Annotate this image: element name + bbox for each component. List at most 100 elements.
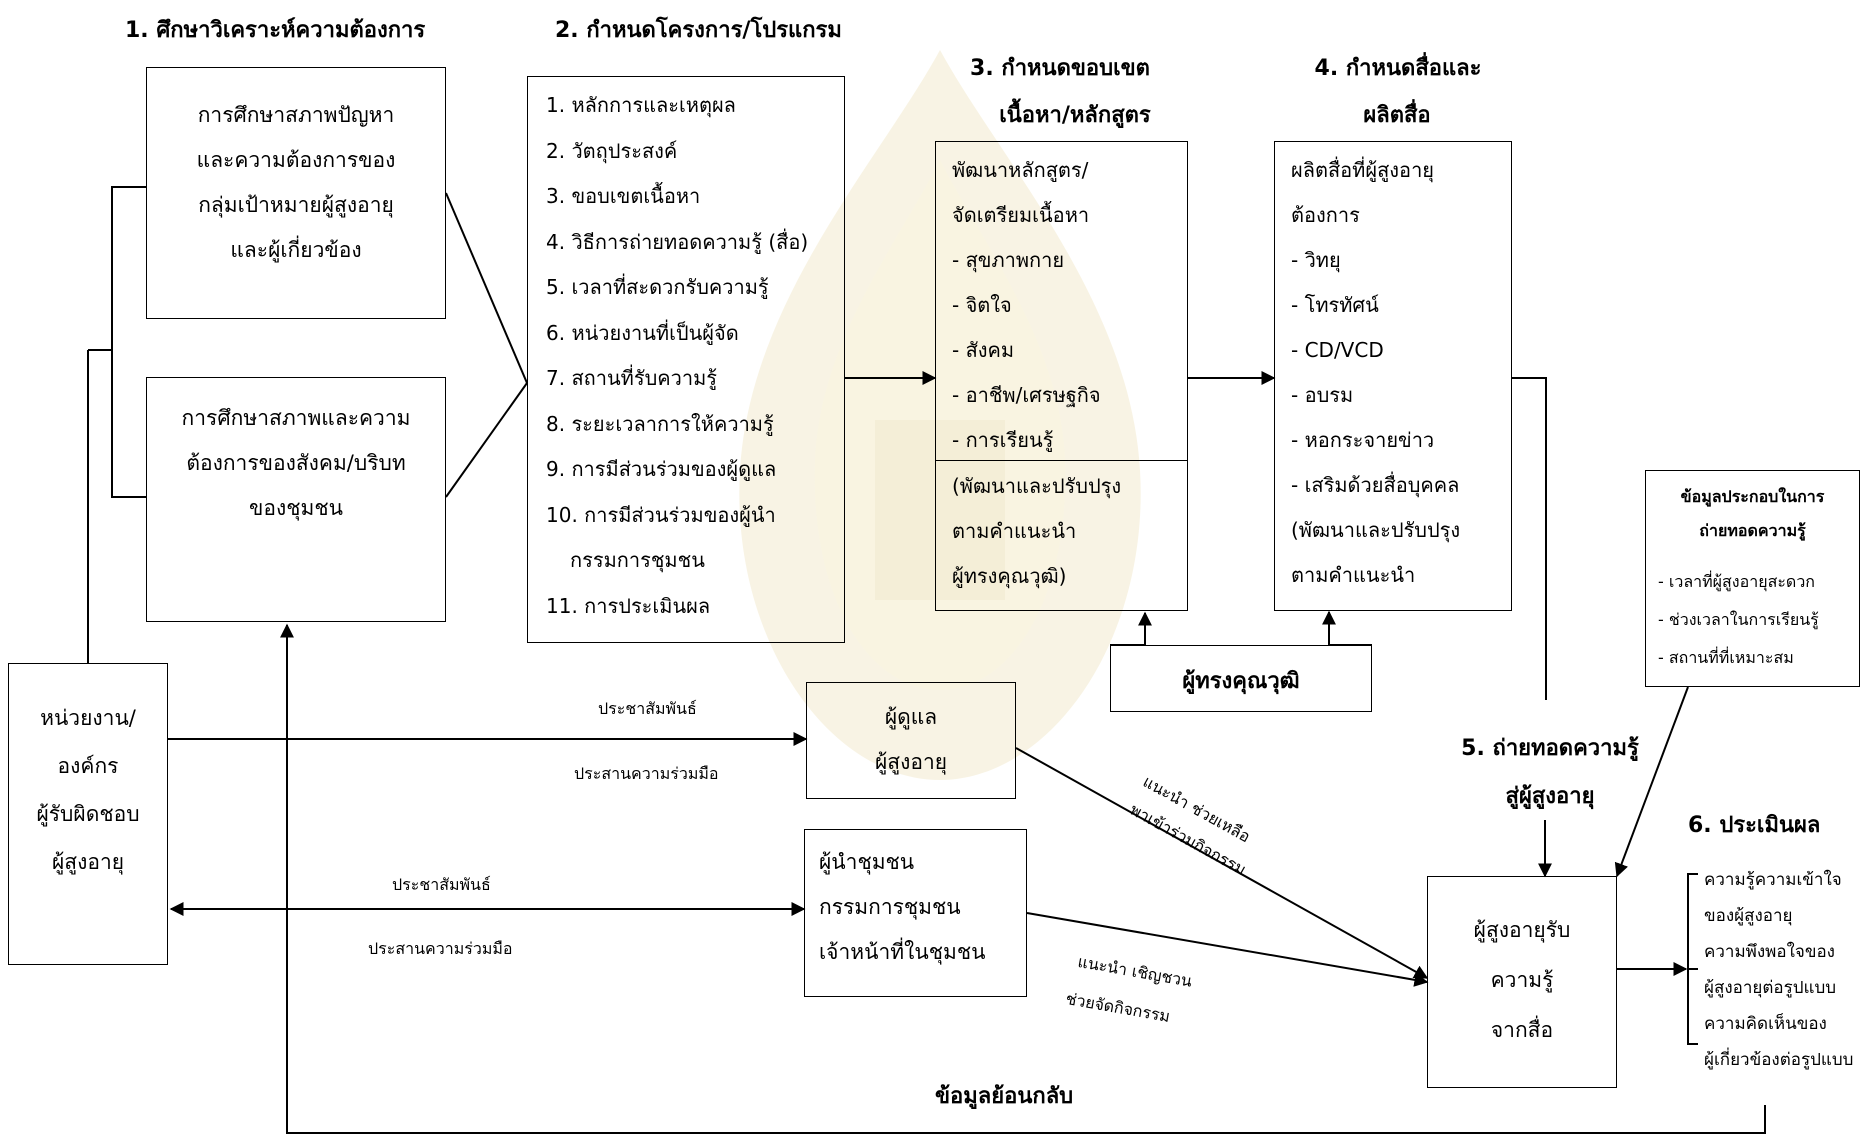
responsible-org-box: หน่วยงาน/ องค์กร ผู้รับผิดชอบ ผู้สูงอายุ [8,663,168,965]
step5-title-2: สู่ผู้สูงอายุ [1505,784,1595,809]
elder-receives-box: ผู้สูงอายุรับ ความรู้ จากสื่อ [1427,876,1617,1088]
eval-item: ความคิดเห็นของ [1704,1014,1827,1034]
feedback-label: ข้อมูลย้อนกลับ [935,1084,1074,1109]
org-line: องค์กร [57,754,119,778]
box-line: การศึกษาสภาพและความ [181,406,411,430]
step5-title-1: 5. ถ่ายทอดความรู้ [1461,736,1639,761]
s1a-to-s2-line [445,192,528,384]
s1b-to-s2-line [445,382,528,498]
supp-item: - ช่วงเวลาในการเรียนรู้ [1658,610,1819,629]
media-line: - เสริมด้วยสื่อบุคคล [1291,473,1460,497]
curriculum-box: พัฒนาหลักสูตร/ จัดเตรียมเนื้อหา - สุขภาพ… [935,141,1188,611]
expert-label: ผู้ทรงคุณวุฒิ [1182,669,1300,694]
curriculum-note: (พัฒนาและปรับปรุง [952,474,1122,498]
step4-title-2: ผลิตสื่อ [1363,103,1431,128]
community-context-box: การศึกษาสภาพและความ ต้องการของสังคม/บริบ… [146,377,446,622]
coop-label-1: ประสานความร่วมมือ [574,764,719,783]
curriculum-divider [936,460,1187,461]
media-line: - วิทยุ [1291,248,1341,272]
community-leader-box: ผู้นำชุมชน กรรมการชุมชน เจ้าหน้าที่ในชุม… [804,829,1027,997]
media-line: (พัฒนาและปรับปรุง [1291,518,1461,542]
caregiver-box: ผู้ดูแล ผู้สูงอายุ [806,682,1016,799]
pr-label-2: ประชาสัมพันธ์ [392,875,491,894]
box-line: กลุ่มเป้าหมายผู้สูงอายุ [198,193,394,217]
program-item: 7. สถานที่รับความรู้ [546,366,718,390]
media-production-box: ผลิตสื่อที่ผู้สูงอายุ ต้องการ - วิทยุ - … [1274,141,1512,611]
media-line: ผลิตสื่อที่ผู้สูงอายุ [1291,158,1435,182]
curriculum-line: - อาชีพ/เศรษฐกิจ [952,383,1101,407]
curriculum-line: - สังคม [952,338,1015,362]
program-item: 4. วิธีการถ่ายทอดความรู้ (สื่อ) [546,229,809,254]
box-line: ต้องการของสังคม/บริบท [186,451,406,475]
supp-title-2: ถ่ายทอดความรู้ [1699,521,1806,540]
program-definition-box: 1. หลักการและเหตุผล 2. วัตถุประสงค์ 3. ข… [527,76,845,643]
program-item: 3. ขอบเขตเนื้อหา [546,184,701,208]
elder-line: จากสื่อ [1490,1018,1554,1042]
eval-item: ผู้เกี่ยวข้องต่อรูปแบบ [1704,1050,1854,1070]
media-line: - อบรม [1291,383,1354,407]
curriculum-line: - สุขภาพกาย [952,248,1065,272]
elder-line: ความรู้ [1490,968,1554,992]
expert-box: ผู้ทรงคุณวุฒิ [1110,645,1372,712]
media-line: ตามคำแนะนำ [1291,563,1416,587]
step4-title-1: 4. กำหนดสื่อและ [1314,56,1482,81]
university-seal-watermark [739,50,1141,780]
supp-item: - เวลาที่ผู้สูงอายุสะดวก [1658,572,1815,591]
eval-item: ของผู้สูงอายุ [1704,906,1793,926]
step3-title-1: 3. กำหนดขอบเขต [970,56,1150,81]
needs-analysis-target-box: การศึกษาสภาพปัญหา และความต้องการของ กลุ่… [146,67,446,319]
program-item: 10. การมีส่วนร่วมของผู้นำ [546,502,776,527]
caregiver-line: ผู้สูงอายุ [874,750,948,774]
coop-label-2: ประสานความร่วมมือ [368,939,513,958]
program-item: 5. เวลาที่สะดวกรับความรู้ [546,275,769,299]
eval-item: ความพึงพอใจของ [1704,942,1835,962]
curriculum-note: ผู้ทรงคุณวุฒิ) [952,564,1067,588]
curriculum-line: จัดเตรียมเนื้อหา [952,203,1090,227]
box-line: ของชุมชน [249,496,343,520]
caregiver-to-elder-arrow [1015,747,1429,979]
elder-line: ผู้สูงอายุรับ [1473,918,1571,942]
leader-line: ผู้นำชุมชน [819,850,915,874]
supplementary-info-box: ข้อมูลประกอบในการ ถ่ายทอดความรู้ - เวลาท… [1645,470,1860,687]
feedback-loop-arrow [280,623,1766,1134]
step6-title: 6. ประเมินผล [1688,813,1821,838]
step3-title-2: เนื้อหา/หลักสูตร [999,103,1151,128]
pr-label-1: ประชาสัมพันธ์ [598,699,697,718]
supp-title-1: ข้อมูลประกอบในการ [1680,487,1825,506]
org-line: ผู้รับผิดชอบ [36,802,140,826]
step1-bracket [111,186,146,498]
leader-line: กรรมการชุมชน [819,895,961,919]
org-line: หน่วยงาน/ [40,706,136,730]
program-item: 1. หลักการและเหตุผล [546,93,736,117]
media-line: - โทรทัศน์ [1291,293,1379,317]
program-item: 8. ระยะเวลาการให้ความรู้ [546,411,774,436]
step1-title: 1. ศึกษาวิเคราะห์ความต้องการ [125,18,426,43]
program-item: กรรมการชุมชน [570,548,705,572]
media-line: ต้องการ [1291,203,1360,227]
leader-line: เจ้าหน้าที่ในชุมชน [819,940,986,964]
program-item: 9. การมีส่วนร่วมของผู้ดูแล [546,457,777,481]
eval-item: ความรู้ความเข้าใจ [1704,870,1842,890]
s4-down-line [1512,377,1547,700]
org-line: ผู้สูงอายุ [51,850,125,874]
program-item: 11. การประเมินผล [546,593,711,618]
curriculum-line: พัฒนาหลักสูตร/ [952,158,1089,182]
curriculum-line: - จิตใจ [952,293,1012,317]
media-line: - หอกระจายข่าว [1291,428,1435,452]
curriculum-note: ตามคำแนะนำ [952,519,1077,543]
media-line: - CD/VCD [1291,338,1384,362]
curriculum-line: - การเรียนรู้ [952,428,1054,452]
program-item: 6. หน่วยงานที่เป็นผู้จัด [546,320,739,345]
supp-to-elder-arrow [1614,686,1689,878]
supp-item: - สถานที่ที่เหมาะสม [1658,648,1794,667]
eval-item: ผู้สูงอายุต่อรูปแบบ [1704,978,1837,998]
box-line: และความต้องการของ [196,148,396,172]
step2-title: 2. กำหนดโครงการ/โปรแกรม [555,18,842,43]
box-line: การศึกษาสภาพปัญหา [197,103,395,127]
box-line: และผู้เกี่ยวข้อง [230,238,362,262]
program-item: 2. วัตถุประสงค์ [546,138,678,163]
caregiver-line: ผู้ดูแล [884,705,938,729]
leader-to-elder-arrow [1026,912,1429,987]
